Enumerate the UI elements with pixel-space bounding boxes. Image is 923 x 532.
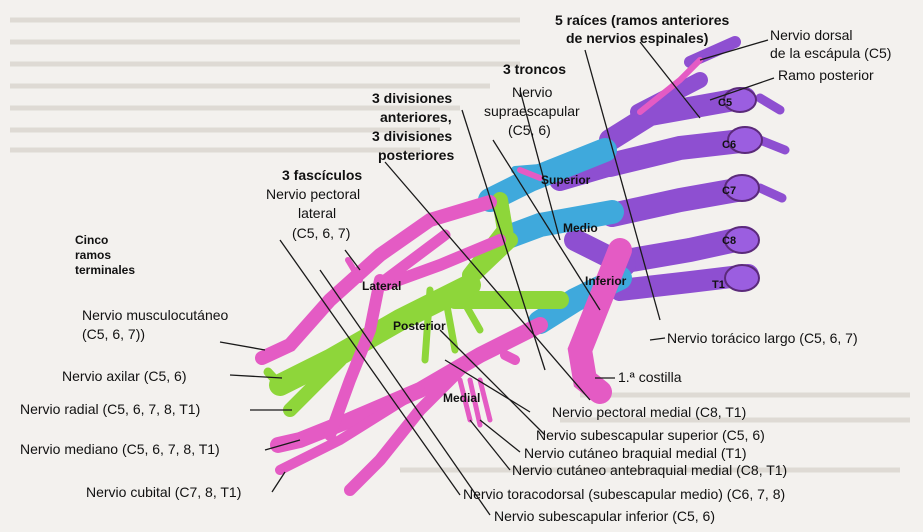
roots-label: 5 raíces (ramos anteriores xyxy=(555,12,730,28)
medial-brachial-cutaneous-label: Nervio cutáneo braquial medial (T1) xyxy=(524,445,747,461)
long-thoracic-label: Nervio torácico largo (C5, 6, 7) xyxy=(667,330,858,346)
median-label: Nervio mediano (C5, 6, 7, 8, T1) xyxy=(20,441,220,457)
medial-pectoral-label: Nervio pectoral medial (C8, T1) xyxy=(552,404,746,420)
trunk-superior-label: Superior xyxy=(541,173,591,187)
musculocutaneous-label-2: (C5, 6, 7)) xyxy=(82,326,145,342)
root-c6-label: C6 xyxy=(722,139,736,151)
suprascapular-label-2: supraescapular xyxy=(484,103,580,119)
lower-subscapular-label: Nervio subescapular inferior (C5, 6) xyxy=(494,508,715,524)
thoracodorsal-label: Nervio toracodorsal (subescapular medio)… xyxy=(463,486,785,502)
first-rib-label: 1.ª costilla xyxy=(618,369,682,385)
root-c5-label: C5 xyxy=(718,97,732,109)
ulnar-label: Nervio cubital (C7, 8, T1) xyxy=(86,484,241,500)
upper-subscapular-label: Nervio subescapular superior (C5, 6) xyxy=(536,427,765,443)
lateral-pectoral-label-2: lateral xyxy=(298,205,336,221)
suprascapular-label-3: (C5, 6) xyxy=(508,122,551,138)
terminal-label-3: terminales xyxy=(75,263,135,277)
suprascapular-label: Nervio xyxy=(512,84,553,100)
root-t1-label: T1 xyxy=(712,279,725,291)
musculocutaneous-label: Nervio musculocutáneo xyxy=(82,307,229,323)
terminal-label: Cinco xyxy=(75,233,108,247)
radial-label: Nervio radial (C5, 6, 7, 8, T1) xyxy=(20,401,200,417)
cord-medial-label: Medial xyxy=(443,391,480,405)
cord-lateral-label: Lateral xyxy=(362,279,401,293)
lateral-pectoral-label: Nervio pectoral xyxy=(266,186,360,202)
medial-antebrachial-cutaneous-label: Nervio cutáneo antebraquial medial (C8, … xyxy=(512,462,787,478)
roots-label-2: de nervios espinales) xyxy=(566,30,708,46)
annotation-labels: 5 raíces (ramos anteriores de nervios es… xyxy=(20,12,891,524)
posterior-ramus-label: Ramo posterior xyxy=(778,67,874,83)
axillary-label: Nervio axilar (C5, 6) xyxy=(62,368,186,384)
divisions-label-2: anteriores, xyxy=(380,109,452,125)
trunks-label: 3 troncos xyxy=(503,61,566,77)
lateral-pectoral-label-3: (C5, 6, 7) xyxy=(292,225,350,241)
terminal-label-2: ramos xyxy=(75,248,111,262)
divisions-label-4: posteriores xyxy=(378,147,454,163)
dorsal-scapular-label-2: de la escápula (C5) xyxy=(770,45,891,61)
cords-label: 3 fascículos xyxy=(282,167,362,183)
cord-posterior-label: Posterior xyxy=(393,319,446,333)
divisions-label-3: 3 divisiones xyxy=(372,128,452,144)
trunk-medio-label: Medio xyxy=(563,221,598,235)
divisions-label: 3 divisiones xyxy=(372,90,452,106)
root-c7-label: C7 xyxy=(722,185,736,197)
root-c8-label: C8 xyxy=(722,235,736,247)
trunk-inferior-label: Inferior xyxy=(585,274,627,288)
dorsal-scapular-label: Nervio dorsal xyxy=(770,27,852,43)
first-rib xyxy=(580,250,620,392)
